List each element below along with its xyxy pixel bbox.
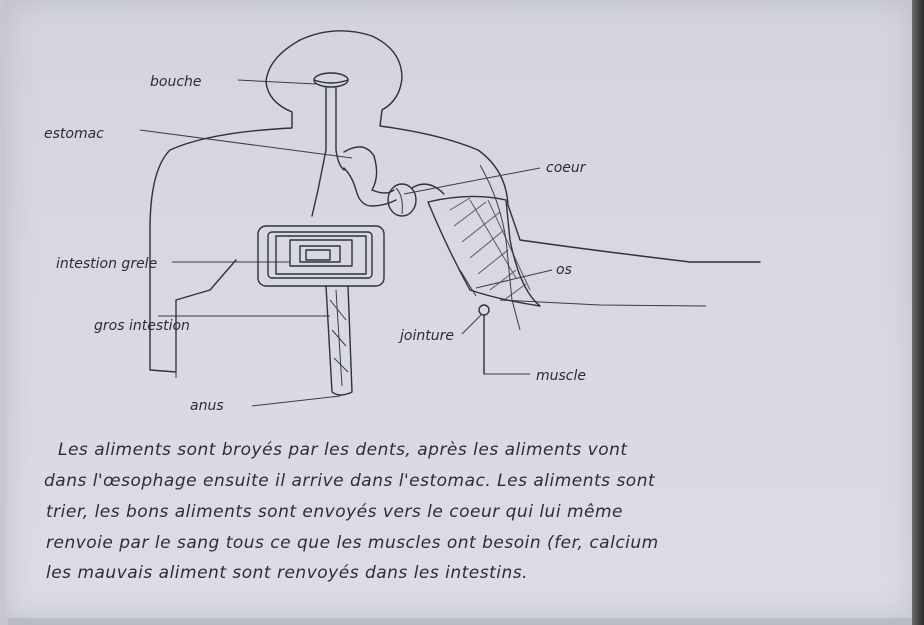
label-gros-intestin: gros intestion [94,318,190,334]
large-intestine-drawing [326,286,352,395]
text-line-5: les mauvais aliment sont renvoyés dans l… [46,563,528,583]
arm-muscle-drawing [428,196,540,374]
handwritten-paragraph: Les aliments sont broyés par les dents, … [44,440,659,583]
esophagus-drawing [312,88,344,216]
text-line-1: Les aliments sont broyés par les dents, … [58,440,628,460]
label-bouche: bouche [150,74,202,90]
mouth-drawing [314,73,348,87]
label-anus: anus [190,398,224,414]
body-outline [150,31,760,378]
label-estomac: estomac [44,126,104,142]
text-line-4: renvoie par le sang tous ce que les musc… [46,533,659,553]
label-coeur: coeur [546,160,587,176]
label-muscle: muscle [536,368,586,384]
text-line-3: trier, les bons aliments sont envoyés ve… [46,502,623,522]
label-jointure: jointure [398,328,454,344]
label-os: os [556,262,572,278]
leader-lines [140,80,552,406]
text-line-2: dans l'œsophage ensuite il arrive dans l… [44,471,656,491]
small-intestine-drawing [258,226,384,286]
label-intestin-grele: intestion grele [56,256,157,272]
